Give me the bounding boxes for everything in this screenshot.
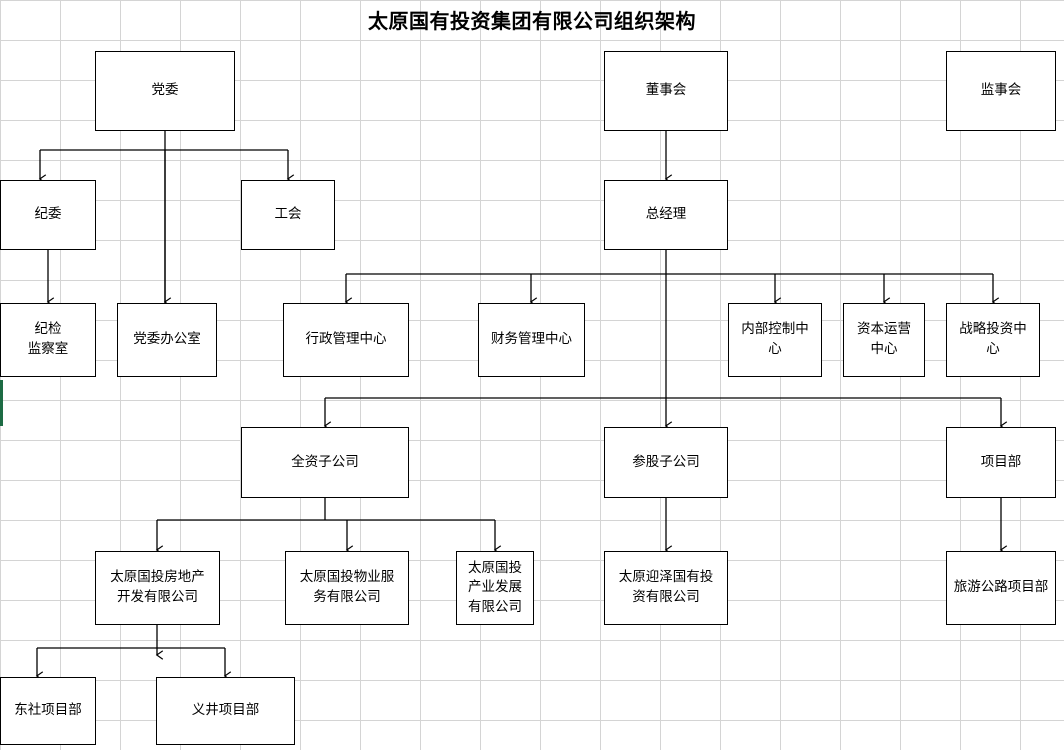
node-party-committee[interactable]: 党委 [95, 51, 235, 131]
node-finance-management-center[interactable]: 财务管理中心 [478, 303, 585, 377]
node-discipline-inspection-office[interactable]: 纪检 监察室 [0, 303, 96, 377]
gridline-horizontal [0, 720, 1064, 721]
gridline-vertical [600, 0, 601, 750]
node-property-service-company[interactable]: 太原国投物业服 务有限公司 [285, 551, 409, 625]
gridline-horizontal [0, 40, 1064, 41]
gridline-horizontal [0, 120, 1064, 121]
node-labor-union[interactable]: 工会 [241, 180, 335, 250]
node-admin-management-center[interactable]: 行政管理中心 [283, 303, 409, 377]
gridline-vertical [840, 0, 841, 750]
node-general-manager[interactable]: 总经理 [604, 180, 728, 250]
gridline-vertical [420, 0, 421, 750]
gridline-horizontal [0, 480, 1064, 481]
gridline-horizontal [0, 680, 1064, 681]
node-party-committee-office[interactable]: 党委办公室 [117, 303, 217, 377]
node-tourism-highway-project[interactable]: 旅游公路项目部 [946, 551, 1056, 625]
gridline-horizontal [0, 0, 1064, 1]
node-board-of-supervisors[interactable]: 监事会 [946, 51, 1056, 131]
gridline-horizontal [0, 520, 1064, 521]
node-equity-subsidiary[interactable]: 参股子公司 [604, 427, 728, 498]
gridline-vertical [240, 0, 241, 750]
gridline-horizontal [0, 160, 1064, 161]
gridline-horizontal [0, 440, 1064, 441]
node-industry-development-company[interactable]: 太原国投 产业发展 有限公司 [456, 551, 534, 625]
gridline-horizontal [0, 640, 1064, 641]
node-internal-control-center[interactable]: 内部控制中 心 [728, 303, 822, 377]
gridline-horizontal [0, 400, 1064, 401]
node-yingze-investment-company[interactable]: 太原迎泽国有投 资有限公司 [604, 551, 728, 625]
gridline-horizontal [0, 280, 1064, 281]
node-wholly-owned-subsidiary[interactable]: 全资子公司 [241, 427, 409, 498]
gridline-horizontal [0, 80, 1064, 81]
gridline-horizontal [0, 200, 1064, 201]
node-strategic-investment-center[interactable]: 战略投资中 心 [946, 303, 1040, 377]
node-project-department[interactable]: 项目部 [946, 427, 1056, 498]
node-board-of-directors[interactable]: 董事会 [604, 51, 728, 131]
node-yijing-project[interactable]: 义井项目部 [156, 677, 295, 745]
page-title: 太原国有投资集团有限公司组织架构 [368, 9, 696, 33]
node-discipline-committee[interactable]: 纪委 [0, 180, 96, 250]
node-capital-operation-center[interactable]: 资本运营 中心 [843, 303, 925, 377]
gridline-vertical [720, 0, 721, 750]
sheet-selection-marker [0, 380, 3, 426]
node-dongshe-project[interactable]: 东社项目部 [0, 677, 96, 745]
gridline-horizontal [0, 240, 1064, 241]
gridline-vertical [660, 0, 661, 750]
node-real-estate-company[interactable]: 太原国投房地产 开发有限公司 [95, 551, 220, 625]
